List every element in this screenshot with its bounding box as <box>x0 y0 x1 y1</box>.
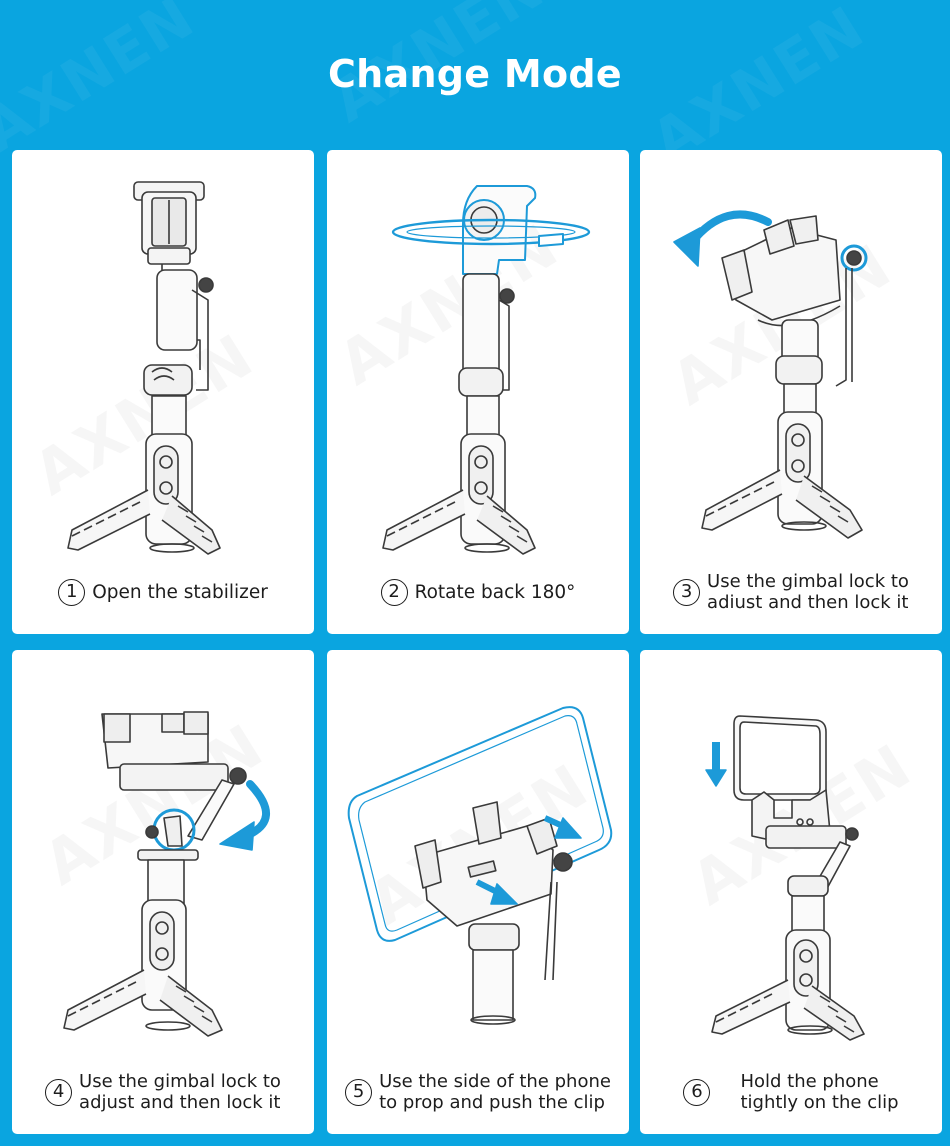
phone-push-clip-icon <box>347 706 613 1025</box>
rotate-180-icon <box>382 185 591 555</box>
step-number-badge: 3 <box>673 578 701 606</box>
step-number-badge: 4 <box>45 1078 73 1106</box>
step-caption: 1 Open the stabilizer <box>12 560 314 624</box>
step-caption: 6 Hold the phone tightly on the clip <box>640 1060 942 1124</box>
step-number-badge: 5 <box>345 1078 373 1106</box>
step-text: Hold the phone tightly on the clip <box>740 1071 899 1113</box>
step-number-badge: 2 <box>380 578 408 606</box>
gimbal-lock-rotate-down-icon <box>63 711 270 1037</box>
step-caption: 3 Use the gimbal lock to adiust and then… <box>640 560 942 624</box>
step-card-3: AXNEN 3 Use the gimbal lock to adiu <box>640 150 942 634</box>
step-number-badge: 6 <box>683 1078 711 1106</box>
step-card-6: AXNEN 6 Hold the phone tightly on the cl <box>640 650 942 1134</box>
step-text: Use the gimbal lock to adjust and then l… <box>79 1071 281 1113</box>
stabilizer-open-icon <box>67 181 221 555</box>
step-card-4: AXNEN 4 Use the gimbal lock to <box>12 650 314 1134</box>
step-text: Use the gimbal lock to adiust and then l… <box>707 571 909 613</box>
step-card-1: AXNEN 1 Open the stabilizer <box>12 150 314 634</box>
phone-hold-clip-icon <box>705 715 865 1041</box>
step-card-2: AXNEN 2 Rotate back 180° <box>327 150 629 634</box>
step-text: Use the side of the phone to prop and pu… <box>379 1071 611 1113</box>
step-number-badge: 1 <box>58 578 86 606</box>
step-caption: 4 Use the gimbal lock to adjust and then… <box>12 1060 314 1124</box>
step-text: Rotate back 180° <box>414 581 576 603</box>
gimbal-lock-rotate-left-icon <box>673 210 868 539</box>
step-card-5: AXNEN 5 Use the side of the phone to pro… <box>327 650 629 1134</box>
page-title: Change Mode <box>327 52 623 96</box>
step-text: Open the stabilizer <box>92 581 268 603</box>
step-caption: 2 Rotate back 180° <box>327 560 629 624</box>
step-caption: 5 Use the side of the phone to prop and … <box>327 1060 629 1124</box>
